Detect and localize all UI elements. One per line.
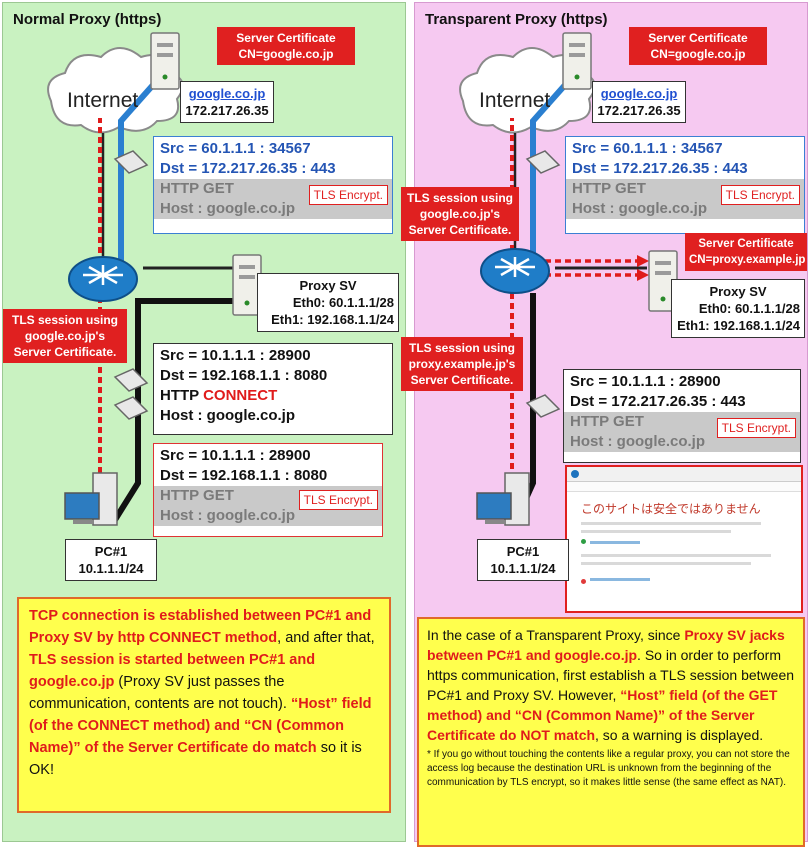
google-server-icon (562, 32, 592, 90)
proxy-server-icon (648, 250, 678, 312)
packet-envelope-icon (525, 150, 561, 418)
packet-src: Src = 10.1.1.1 : 28900 (570, 373, 721, 390)
blue-link (118, 83, 156, 271)
blue-link (530, 83, 568, 271)
packet-dst: Dst = 172.217.26.35 : 443 (570, 393, 746, 410)
browser-ie-icon (571, 470, 579, 478)
tls-encrypt-badge: TLS Encrypt. (720, 185, 800, 205)
network-diagram (47, 32, 262, 526)
packet-upper: Src = 60.1.1.1 : 34567 Dst = 172.217.26.… (565, 136, 805, 234)
packet-host: Host : google.co.jp (566, 199, 804, 219)
proxy-sv-box: Proxy SV Eth0: 60.1.1.1/28 Eth1: 192.168… (671, 279, 805, 338)
proxy-sv-box: Proxy SV Eth0: 60.1.1.1/28 Eth1: 192.168… (257, 273, 399, 332)
panel-title: Normal Proxy (https) (13, 11, 162, 28)
packet-envelope-icon (113, 150, 149, 420)
internet-label: Internet (67, 89, 139, 112)
check-icon (581, 539, 586, 544)
browser-menu-bar (567, 482, 801, 492)
tls-encrypt-badge: TLS Encrypt. (716, 418, 796, 438)
packet-host: Host : google.co.jp (154, 506, 382, 526)
google-host-link[interactable]: google.co.jp (600, 86, 678, 101)
error-icon (581, 579, 586, 584)
transparent-proxy-panel: Transparent Proxy (https) (401, 2, 808, 847)
packet-src: Src = 60.1.1.1 : 34567 (160, 140, 311, 157)
explanation-note: TCP connection is established between PC… (17, 597, 391, 813)
browser-warning-screenshot: このサイトは安全ではありません (565, 465, 803, 613)
panel-title: Transparent Proxy (https) (425, 11, 608, 28)
packet-src: Src = 10.1.1.1 : 28900 (160, 447, 311, 464)
google-host-box: google.co.jp 172.217.26.35 (180, 81, 274, 123)
tls-encrypt-badge: TLS Encrypt. (308, 185, 388, 205)
packet-src: Src = 10.1.1.1 : 28900 (160, 347, 311, 364)
pc-icon (64, 472, 118, 526)
packet-dst: Dst = 172.217.26.35 : 443 (160, 160, 336, 177)
packet-dst: Dst = 172.217.26.35 : 443 (572, 160, 748, 177)
packet-connect: Src = 10.1.1.1 : 28900 Dst = 192.168.1.1… (153, 343, 393, 435)
packet-dst: Dst = 192.168.1.1 : 8080 (160, 367, 328, 384)
packet-upper: Src = 60.1.1.1 : 34567 Dst = 172.217.26.… (153, 136, 393, 234)
normal-proxy-panel: Normal Proxy (https) (2, 2, 406, 842)
footnote: * If you go without touching the content… (427, 749, 790, 788)
explanation-note: In the case of a Transparent Proxy, sinc… (417, 617, 805, 847)
google-host-box: google.co.jp 172.217.26.35 (592, 81, 686, 123)
browser-address-bar (567, 467, 801, 482)
tls-encrypt-badge: TLS Encrypt. (298, 490, 378, 510)
pc-icon (476, 472, 530, 526)
packet-get: Src = 10.1.1.1 : 28900 Dst = 192.168.1.1… (153, 443, 383, 537)
packet-host: Host : google.co.jp (160, 407, 295, 424)
packet-method: HTTP CONNECT (160, 387, 278, 404)
proxy-pc-link (110, 298, 235, 525)
security-warning-text: このサイトは安全ではありません (581, 502, 761, 516)
google-server-icon (150, 32, 180, 90)
google-host-link[interactable]: google.co.jp (188, 86, 266, 101)
packet-dst: Dst = 192.168.1.1 : 8080 (160, 467, 328, 484)
network-diagram (459, 32, 678, 526)
packet-lower: Src = 10.1.1.1 : 28900 Dst = 172.217.26.… (563, 369, 801, 463)
internet-label: Internet (479, 89, 551, 112)
packet-src: Src = 60.1.1.1 : 34567 (572, 140, 723, 157)
